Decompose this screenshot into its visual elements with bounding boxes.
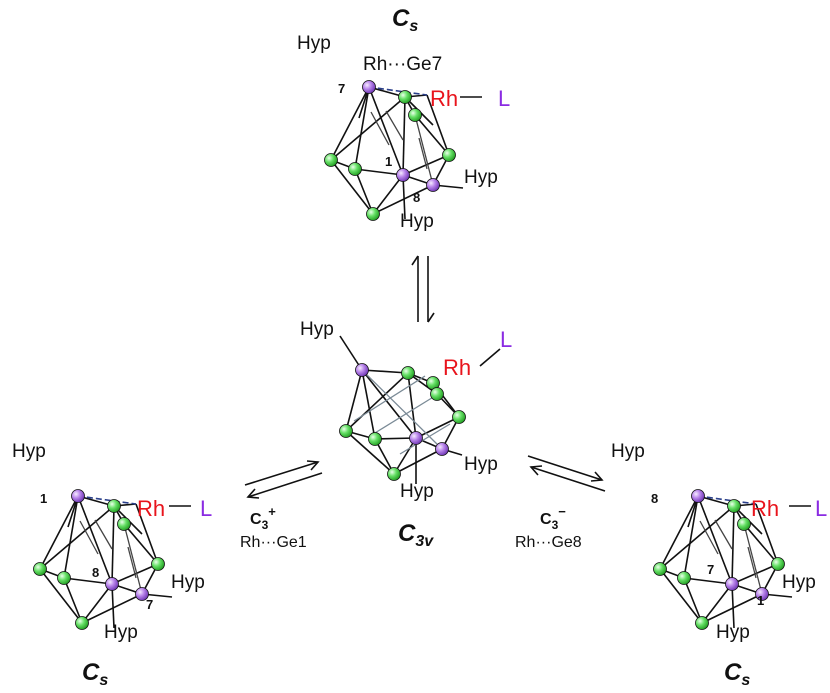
left-cluster [32, 488, 192, 631]
top-hyp-upper: Hyp [297, 33, 331, 54]
left-arrow-symmetry-label: C3+ [250, 504, 276, 532]
left-symmetry-label: Cs [82, 659, 108, 689]
center-rh-label: Rh [443, 355, 471, 380]
top-ligand-label: L [498, 86, 510, 111]
right-equilibrium-arrows [527, 455, 606, 492]
center-ligand-label: L [500, 327, 512, 352]
right-hyp-bottom: Hyp [716, 622, 750, 643]
right-symmetry-label: Cs [724, 659, 750, 689]
left-ligand-label: L [200, 496, 212, 521]
left-hyp-bottom: Hyp [104, 622, 138, 643]
right-rh-label: Rh [751, 496, 779, 521]
top-hyp-right: Hyp [464, 167, 498, 188]
top-cluster [323, 79, 483, 222]
top-rh-label: Rh [430, 86, 458, 111]
top-structure: Cs Hyp Rh···Ge7 7 1 8 Rh L Hyp Hyp [297, 5, 510, 232]
left-number-8: 8 [92, 565, 99, 580]
left-structure: Hyp 1 8 7 Rh L Hyp Hyp Cs [12, 441, 212, 689]
top-number-7: 7 [338, 81, 345, 96]
right-number-7: 7 [707, 562, 714, 577]
top-hyp-bottom: Hyp [400, 211, 434, 232]
left-number-1: 1 [40, 491, 47, 506]
left-equilibrium-arrows [244, 460, 323, 499]
right-structure: Hyp 8 7 1 Rh L Hyp Hyp Cs [611, 441, 827, 689]
right-cluster [652, 488, 812, 631]
right-arrow-interaction-label: Rh···Ge8 [515, 534, 582, 551]
center-hyp-upper: Hyp [300, 319, 334, 340]
left-rh-label: Rh [137, 496, 165, 521]
left-number-7: 7 [146, 597, 153, 612]
top-number-1: 1 [385, 154, 392, 169]
vertical-equilibrium-arrows [411, 255, 435, 323]
left-hyp-right: Hyp [171, 572, 205, 593]
left-hyp-upper: Hyp [12, 441, 46, 462]
right-ligand-label: L [815, 496, 827, 521]
center-hyp-bottom: Hyp [400, 481, 434, 502]
top-number-8: 8 [413, 190, 420, 205]
center-symmetry-label: C3v [398, 520, 434, 550]
center-structure: Hyp L Rh Hyp Hyp C3v [300, 319, 512, 550]
right-number-8: 8 [651, 491, 658, 506]
left-arrow-interaction-label: Rh···Ge1 [240, 534, 307, 551]
right-arrow-symmetry-label: C3− [540, 504, 566, 532]
right-number-1: 1 [757, 593, 764, 608]
center-hyp-right: Hyp [464, 454, 498, 475]
top-symmetry-label: Cs [392, 5, 418, 35]
right-hyp-upper: Hyp [611, 441, 645, 462]
right-hyp-right: Hyp [782, 572, 816, 593]
top-interaction-label: Rh···Ge7 [363, 54, 442, 75]
